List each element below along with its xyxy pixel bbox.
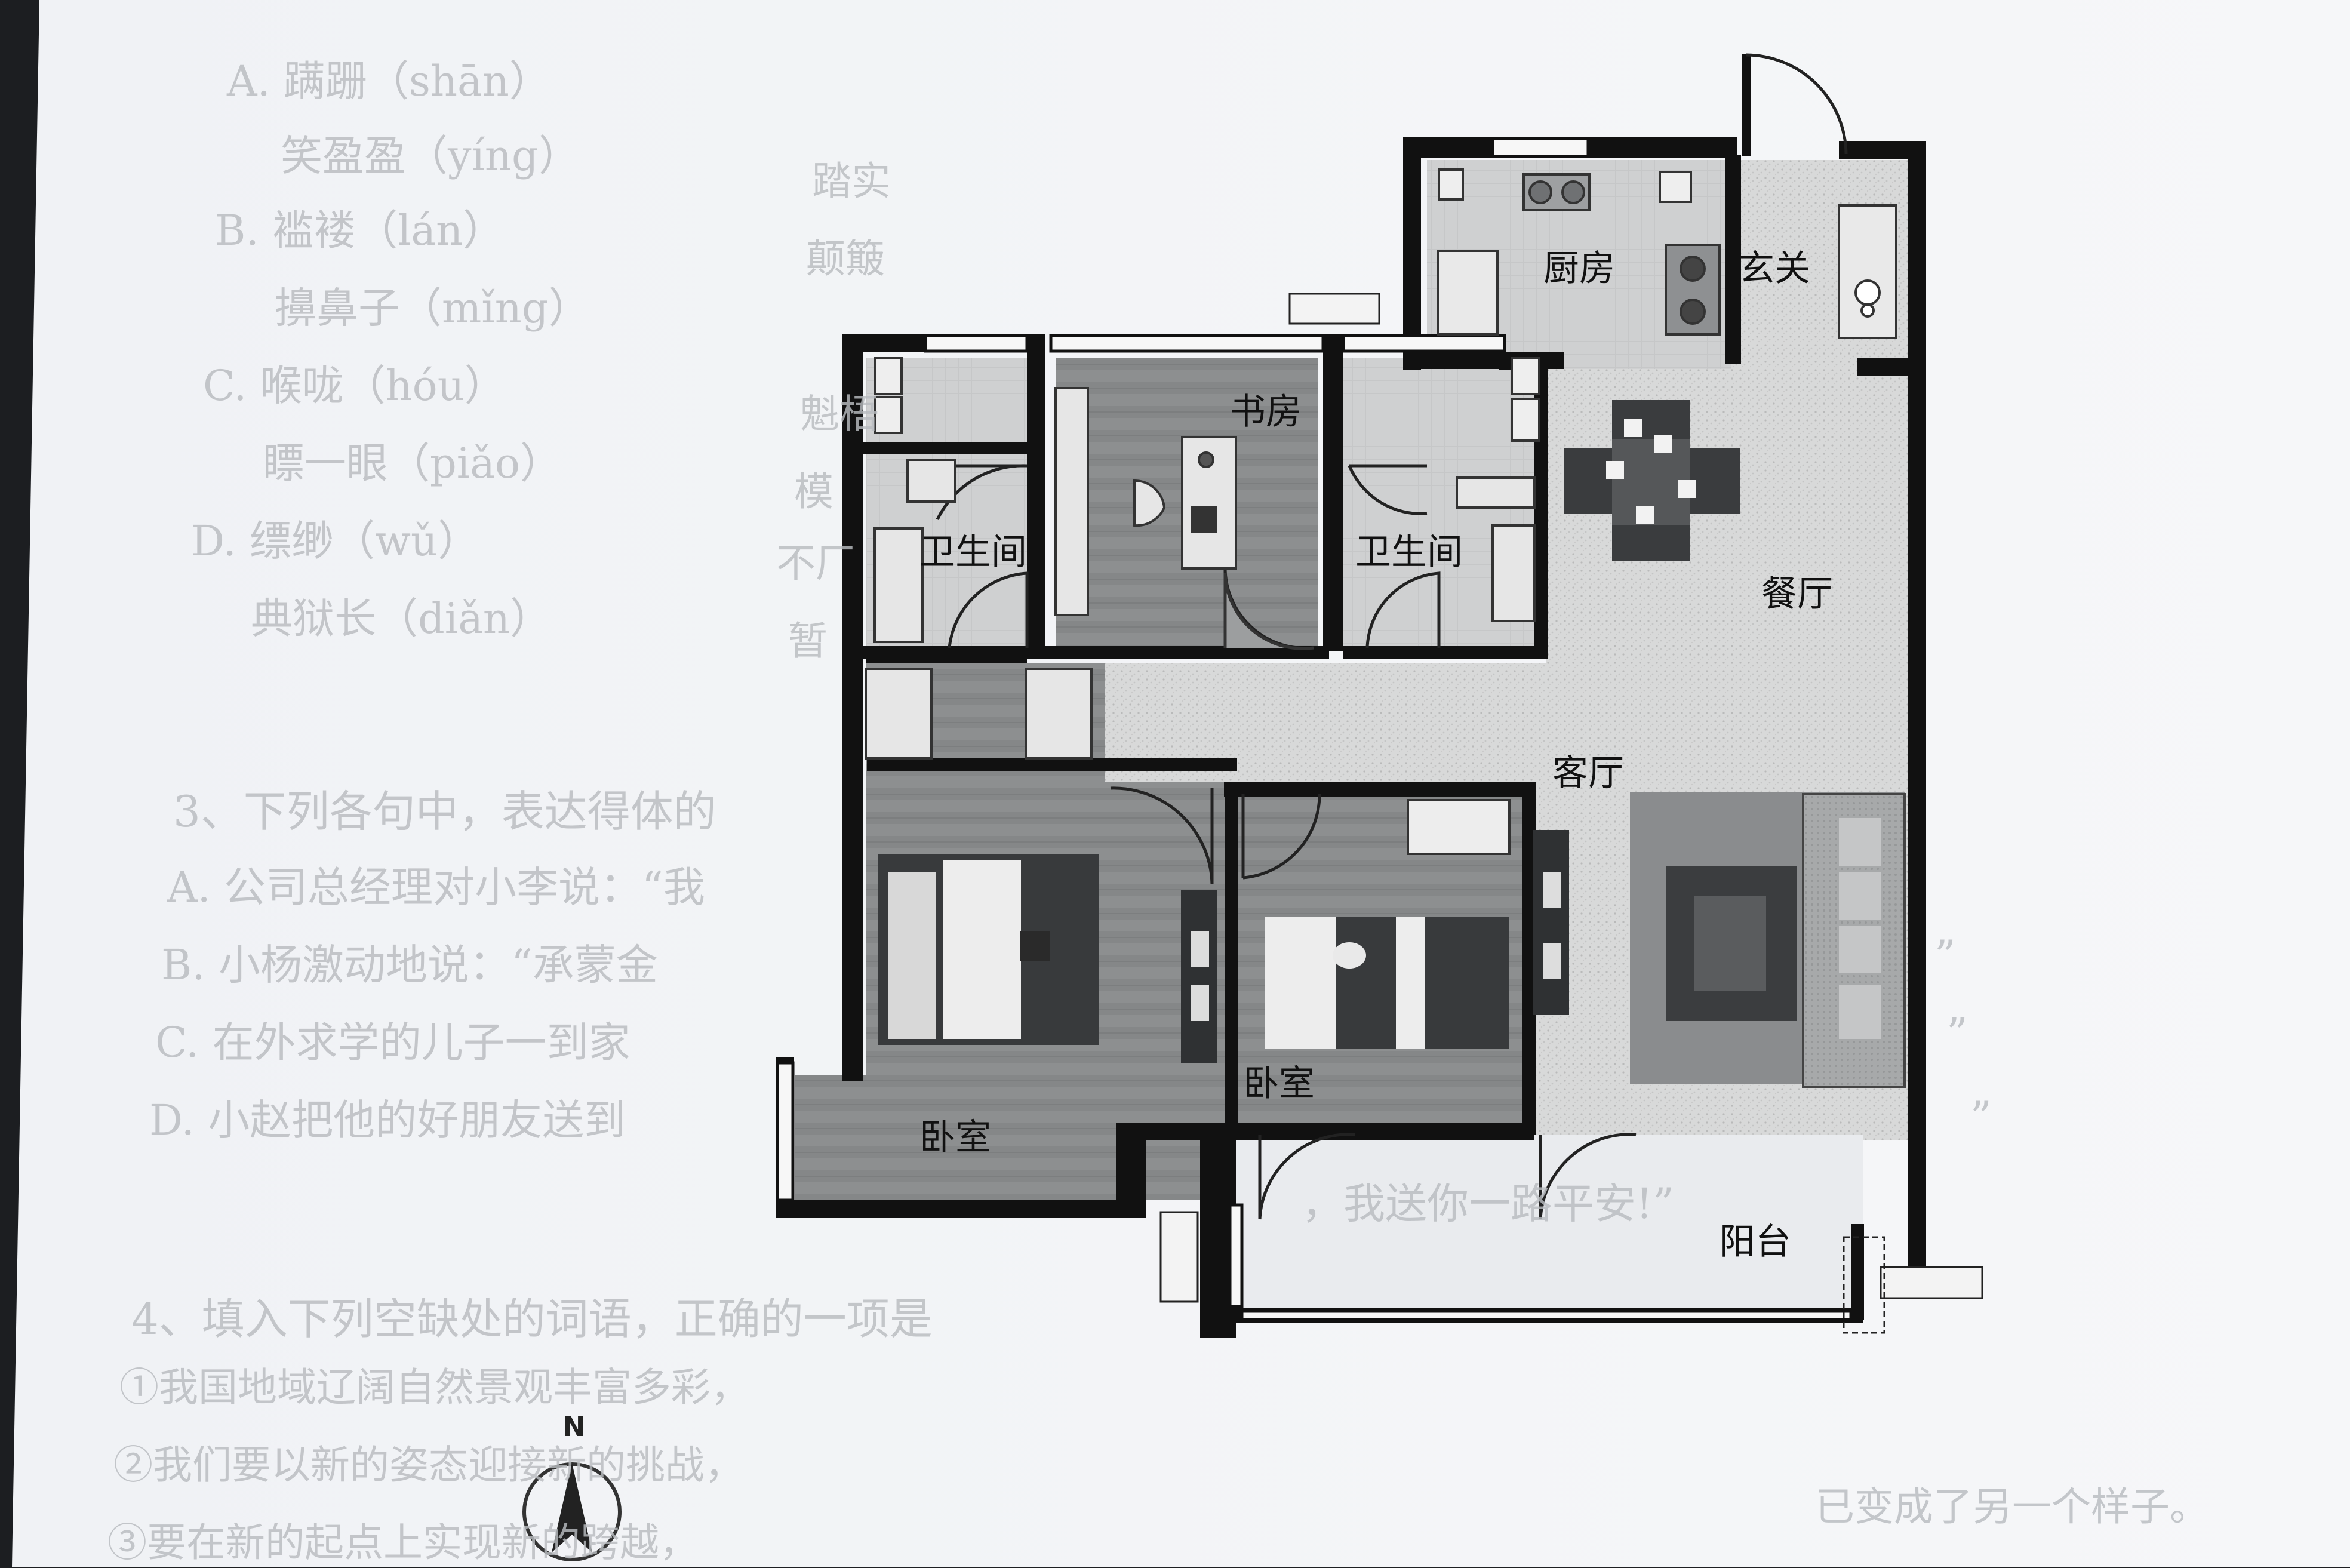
option-c1: C. 喉咙（hóu） bbox=[203, 361, 506, 410]
q3-option-d: D. 小赵把他的好朋友送到 bbox=[149, 1096, 626, 1145]
q4-line-2: ②我们要以新的姿态迎接新的挑战， bbox=[113, 1442, 744, 1488]
q3-d-tail: ，我送你一路平安!” bbox=[1302, 1179, 1674, 1228]
room-label-kitchen: 厨房 bbox=[1543, 248, 1615, 290]
option-b2: 擤鼻子（mǐng） bbox=[275, 284, 590, 333]
mid-col-4: 模 bbox=[794, 469, 833, 515]
room-label-entrance: 玄关 bbox=[1739, 248, 1810, 290]
option-d1: D. 缥缈（wǔ） bbox=[191, 516, 480, 565]
entry-door[interactable] bbox=[1742, 53, 1848, 156]
compass-north-label: N bbox=[562, 1410, 586, 1443]
door-swings bbox=[931, 464, 1637, 1220]
q3-option-a: A. 公司总经理对小李说：“我 bbox=[167, 863, 705, 912]
q4-line-1: ①我国地域辽阔自然景观丰富多彩， bbox=[119, 1364, 750, 1410]
bedroom-left-bay bbox=[795, 1075, 1118, 1206]
north-arrow-icon bbox=[552, 1463, 592, 1552]
q3-tail-c: ” bbox=[1946, 1009, 1968, 1058]
mid-col-2: 颠簸 bbox=[806, 236, 885, 282]
mid-col-6: 暂 bbox=[788, 618, 828, 664]
living-sofa-set bbox=[1630, 792, 1906, 1088]
q4-right: 已变成了另一个样子。 bbox=[1815, 1484, 2209, 1530]
room-label-bathroom-left: 卫生间 bbox=[919, 531, 1027, 573]
ac-unit-left bbox=[1159, 1211, 1199, 1303]
window-ac-unit bbox=[1288, 293, 1380, 325]
option-c2: 瞟一眼（piǎo） bbox=[263, 439, 562, 488]
room-label-living: 客厅 bbox=[1552, 752, 1624, 794]
ac-unit-right bbox=[1880, 1266, 1983, 1299]
mid-col-3: 魁梧 bbox=[800, 391, 879, 437]
bathroom-left-fixtures bbox=[873, 357, 956, 643]
balcony-pillar-box bbox=[1843, 1236, 1885, 1334]
room-label-study: 书房 bbox=[1230, 391, 1302, 433]
q3-tail-b: ” bbox=[1934, 931, 1956, 980]
north-compass bbox=[522, 1462, 622, 1561]
study-furniture bbox=[1054, 387, 1314, 650]
balcony-floor bbox=[1230, 1135, 1863, 1320]
room-label-balcony: 阳台 bbox=[1720, 1221, 1791, 1263]
question-4: 4、填入下列空缺处的词语，正确的一项是 bbox=[131, 1294, 933, 1344]
mid-col-1: 踏实 bbox=[812, 158, 891, 204]
room-label-bedroom-left: 卧室 bbox=[919, 1117, 991, 1158]
bedroom-right-bed bbox=[1265, 799, 1569, 1049]
q3-option-b: B. 小杨激动地说：“承蒙金 bbox=[161, 940, 658, 989]
room-label-dining: 餐厅 bbox=[1761, 573, 1833, 615]
option-d2: 典狱长（diǎn） bbox=[251, 594, 552, 643]
kitchen-fixtures bbox=[1437, 168, 1721, 336]
option-b1: B. 褴褛（lán） bbox=[215, 206, 505, 255]
mid-col-5: 不厂 bbox=[776, 540, 855, 586]
question-3: 3、下列各句中，表达得体的 bbox=[173, 786, 716, 837]
dining-table bbox=[1564, 400, 1740, 561]
q3-tail-d: ” bbox=[1970, 1093, 1992, 1142]
q4-line-3: ③要在新的起点上实现新的跨越， bbox=[107, 1520, 699, 1566]
floorplan bbox=[776, 53, 1983, 1338]
windows bbox=[776, 137, 1853, 1321]
q3-option-c: C. 在外求学的儿子一到家 bbox=[155, 1018, 630, 1067]
entrance-cabinet bbox=[1838, 204, 1897, 339]
option-a1: A. 蹒跚（shān） bbox=[227, 57, 551, 106]
hall-wardrobes bbox=[865, 668, 1093, 760]
option-a2: 笑盈盈（yíng） bbox=[281, 131, 580, 180]
dining-floor bbox=[1546, 369, 1908, 674]
room-label-bedroom-right: 卧室 bbox=[1243, 1063, 1315, 1105]
bathroom-right-fixtures bbox=[1456, 357, 1540, 622]
room-label-bathroom-right: 卫生间 bbox=[1355, 531, 1463, 573]
bedroom-left-bed bbox=[878, 854, 1217, 1063]
